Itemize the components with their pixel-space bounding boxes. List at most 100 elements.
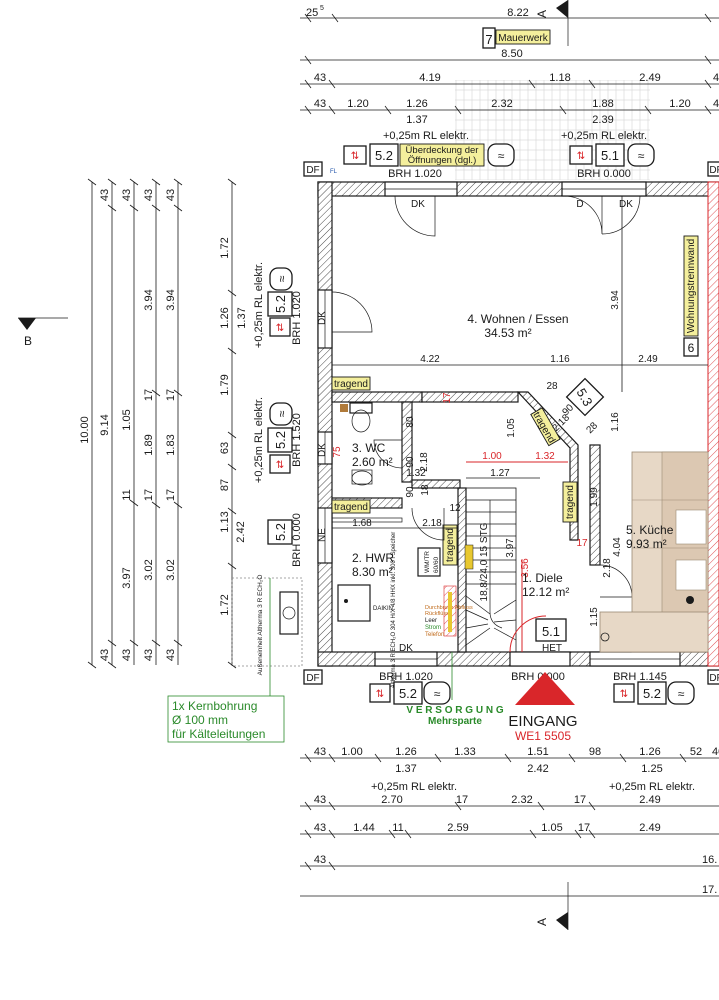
svg-text:tragend: tragend: [445, 528, 456, 562]
svg-text:43: 43: [314, 746, 326, 758]
svg-text:DF: DF: [709, 165, 719, 176]
svg-text:1.26: 1.26: [395, 746, 416, 758]
top-window-left: +0,25m RL elektr. ⇅ 5.2 Überdeckung der …: [343, 130, 515, 180]
svg-text:D: D: [576, 199, 583, 210]
utility-equipment: DAIKIN Altherma 3 R ECH₂O 304 H/X 4/8 HH…: [337, 532, 474, 688]
svg-text:1.51: 1.51: [527, 746, 548, 758]
svg-text:7: 7: [485, 32, 492, 47]
exterior-walls: [317, 181, 719, 667]
svg-text:1.68: 1.68: [352, 518, 372, 529]
svg-text:3.97: 3.97: [505, 538, 516, 558]
svg-text:43: 43: [314, 854, 326, 866]
svg-text:11: 11: [392, 822, 403, 834]
svg-text:43: 43: [143, 649, 155, 661]
svg-text:40: 40: [713, 72, 719, 84]
svg-text:9.14: 9.14: [99, 414, 111, 435]
svg-text:43: 43: [121, 649, 133, 661]
svg-text:4.22: 4.22: [420, 354, 440, 365]
window-symbol-icon: ⇅: [276, 460, 284, 471]
svg-text:Strom: Strom: [425, 625, 441, 631]
svg-text:1.05: 1.05: [506, 418, 517, 438]
svg-text:≈: ≈: [275, 275, 289, 282]
wc-fixtures: [340, 402, 373, 486]
svg-text:DK: DK: [619, 199, 633, 210]
svg-text:Öffnungen (dgl.): Öffnungen (dgl.): [408, 155, 476, 166]
svg-text:1.89: 1.89: [143, 434, 155, 455]
load-bearing-labels: tragend tragend tragend tragend tragend: [331, 376, 578, 566]
svg-text:2.49: 2.49: [638, 354, 658, 365]
svg-text:2.49: 2.49: [639, 794, 660, 806]
section-label-top: A: [535, 10, 549, 18]
svg-text:12: 12: [449, 503, 461, 514]
svg-text:1.99: 1.99: [589, 487, 600, 507]
bottom-dimensions: 43 1.00 1.26 1.33 1.51 98 1.26 52 40 1.3…: [300, 746, 719, 897]
svg-text:DF: DF: [306, 673, 319, 684]
svg-text:DK: DK: [317, 311, 328, 325]
svg-text:DK: DK: [399, 643, 413, 654]
entrance-marker: EINGANG WE1 5505: [508, 672, 578, 743]
svg-text:17: 17: [574, 794, 586, 806]
svg-text:1.88: 1.88: [592, 98, 613, 110]
svg-text:BRH 0.000: BRH 0.000: [291, 513, 303, 567]
svg-text:60/60: 60/60: [433, 556, 440, 573]
svg-text:40: 40: [712, 746, 719, 758]
room-name-hwr: 2. HWR: [352, 551, 394, 565]
svg-text:1.05: 1.05: [541, 822, 562, 834]
svg-text:2.18: 2.18: [602, 558, 613, 578]
svg-text:1.79: 1.79: [219, 374, 231, 395]
section-label-left: B: [24, 334, 32, 348]
svg-text:≈: ≈: [498, 149, 505, 163]
kitchen-units: [599, 451, 709, 653]
svg-text:≈: ≈: [638, 149, 645, 163]
svg-text:≈: ≈: [678, 687, 685, 701]
svg-text:1.72: 1.72: [219, 594, 231, 615]
svg-text:BRH 1.520: BRH 1.520: [291, 413, 303, 467]
svg-text:5.1: 5.1: [601, 148, 619, 163]
svg-text:4.04: 4.04: [612, 537, 623, 557]
svg-text:25: 25: [306, 7, 318, 19]
svg-text:+0,25m RL elektr.: +0,25m RL elektr.: [609, 781, 695, 793]
svg-text:5.2: 5.2: [273, 295, 288, 313]
svg-text:2.49: 2.49: [639, 72, 660, 84]
svg-text:NE: NE: [317, 528, 328, 542]
svg-text:17: 17: [165, 389, 177, 401]
svg-text:1.72: 1.72: [219, 237, 231, 258]
room-name-kueche: 5. Küche: [626, 523, 674, 537]
svg-text:2.70: 2.70: [381, 794, 402, 806]
svg-text:43: 43: [165, 649, 177, 661]
duct-shaft: 5.3: [565, 377, 605, 417]
svg-text:17: 17: [143, 489, 155, 501]
svg-text:1.13: 1.13: [219, 511, 231, 532]
svg-text:5.2: 5.2: [273, 523, 288, 541]
svg-text:≈: ≈: [434, 687, 441, 701]
svg-text:1.32: 1.32: [406, 468, 426, 479]
svg-text:90: 90: [405, 456, 416, 468]
svg-text:1.44: 1.44: [353, 822, 374, 834]
room-area-diele: 12.12 m²: [522, 585, 569, 599]
entrance-door: 5.1: [509, 615, 567, 653]
svg-text:DF: DF: [306, 165, 319, 176]
svg-text:Außeneinheit Altherma 3 R ECH₂: Außeneinheit Altherma 3 R ECH₂O: [257, 575, 264, 676]
svg-text:+0,25m RL elektr.: +0,25m RL elektr.: [253, 262, 265, 348]
svg-text:WM/TR: WM/TR: [424, 551, 431, 573]
svg-text:28: 28: [546, 381, 558, 392]
svg-text:1.18: 1.18: [549, 72, 570, 84]
svg-text:für Kälteleitungen: für Kälteleitungen: [172, 727, 265, 741]
svg-text:2.49: 2.49: [639, 822, 660, 834]
svg-text:tragend: tragend: [565, 485, 576, 519]
svg-text:43: 43: [143, 189, 155, 201]
svg-text:2.32: 2.32: [511, 794, 532, 806]
svg-text:43: 43: [314, 72, 326, 84]
svg-text:5.1: 5.1: [542, 624, 560, 639]
svg-text:Mauerwerk: Mauerwerk: [498, 33, 548, 44]
svg-text:Überdeckung der: Überdeckung der: [406, 145, 479, 156]
service-connection: V E R S O R G U N G Mehrsparte: [406, 652, 504, 727]
window-symbol-icon: ⇅: [351, 151, 359, 162]
svg-text:1.37: 1.37: [406, 114, 427, 126]
section-marker-left: B: [18, 317, 68, 348]
svg-text:17: 17: [576, 538, 588, 549]
svg-text:18,8/24,0 15 STG: 18,8/24,0 15 STG: [479, 522, 490, 601]
svg-text:10.00: 10.00: [79, 416, 91, 444]
unit-label: WE1 5505: [515, 729, 571, 743]
svg-text:16.: 16.: [702, 854, 717, 866]
